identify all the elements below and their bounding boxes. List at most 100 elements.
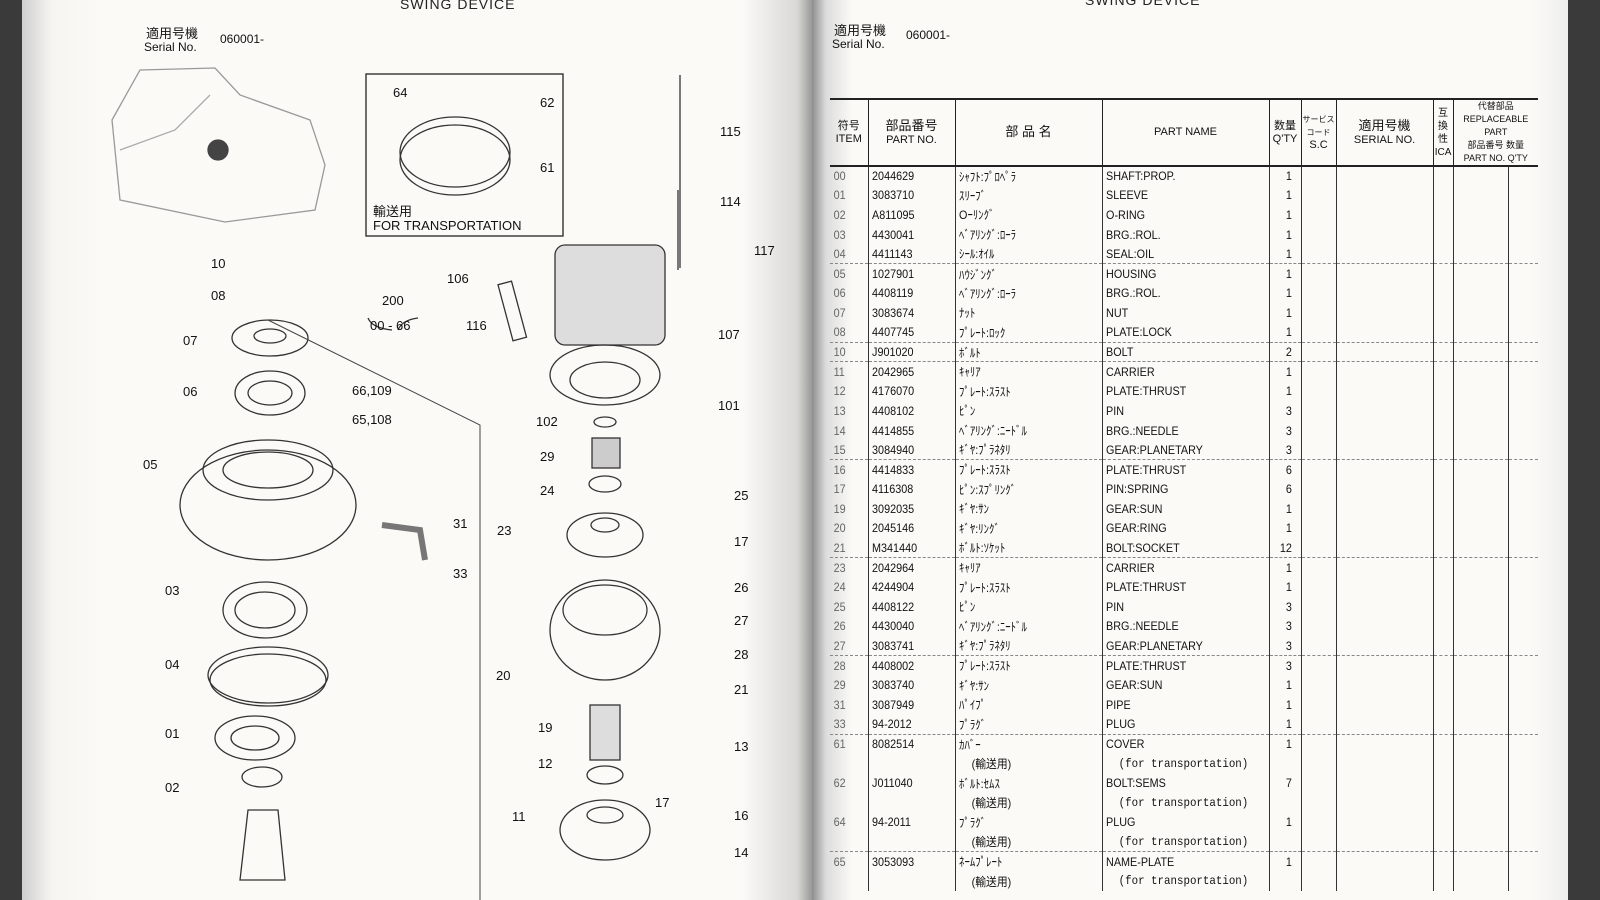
empty-cell bbox=[1335, 185, 1424, 206]
callout-label: 03 bbox=[165, 583, 180, 598]
empty-cell bbox=[1300, 557, 1333, 578]
inset-note-en: FOR TRANSPORTATION bbox=[373, 218, 522, 233]
item-cell: 06 bbox=[833, 286, 846, 301]
empty-cell bbox=[1300, 577, 1333, 598]
part-name-cell: HOUSING bbox=[1101, 263, 1253, 284]
empty-cell bbox=[1452, 832, 1503, 852]
part-no-cell: 4414833 bbox=[867, 459, 947, 480]
right-serial-label-jp: 適用号機 bbox=[834, 23, 887, 38]
qty-cell: 3 bbox=[1268, 440, 1298, 460]
part-name-cell: BRG.:NEEDLE bbox=[1101, 616, 1253, 637]
empty-cell bbox=[1335, 577, 1424, 598]
empty-cell bbox=[1452, 597, 1503, 617]
empty-cell bbox=[1335, 205, 1424, 225]
empty-cell bbox=[1300, 773, 1333, 793]
part-no-cell: 8082514 bbox=[867, 733, 947, 754]
empty-cell bbox=[1300, 303, 1333, 323]
qty-cell: 3 bbox=[1268, 636, 1298, 656]
empty-cell bbox=[1507, 459, 1536, 480]
empty-cell bbox=[1432, 166, 1452, 186]
part-name-cell: NUT bbox=[1101, 303, 1253, 323]
empty-cell bbox=[1300, 871, 1333, 891]
empty-cell bbox=[1335, 695, 1424, 715]
empty-cell bbox=[1335, 812, 1424, 833]
callout-label: 12 bbox=[538, 756, 553, 771]
empty-cell bbox=[1507, 871, 1536, 891]
part-name-cell: GEAR:PLANETARY bbox=[1101, 440, 1253, 460]
qty-cell: 1 bbox=[1268, 381, 1298, 402]
note-jp: (輸送用) bbox=[954, 871, 1088, 891]
empty-cell bbox=[867, 753, 947, 774]
empty-cell bbox=[1507, 518, 1536, 539]
note-en: (for transportation) bbox=[1101, 871, 1253, 891]
callout-label: 117 bbox=[754, 243, 775, 258]
part-name-cell: GEAR:SUN bbox=[1101, 499, 1253, 519]
name-jp-cell: ｷﾞﾔ:ﾘﾝｸﾞ bbox=[954, 518, 1088, 539]
empty-cell bbox=[1452, 675, 1503, 696]
callout-label: 61 bbox=[540, 160, 555, 175]
part-no-cell: 4430040 bbox=[867, 616, 947, 637]
empty-cell bbox=[1432, 597, 1452, 617]
empty-cell bbox=[1300, 636, 1333, 656]
empty-cell bbox=[1452, 361, 1503, 382]
empty-cell bbox=[1452, 793, 1503, 813]
item-cell: 29 bbox=[833, 678, 846, 693]
note-en: (for transportation) bbox=[1101, 753, 1253, 774]
name-jp-cell: ﾍﾞｱﾘﾝｸﾞ:ﾆｰﾄﾞﾙ bbox=[954, 616, 1088, 637]
callout-label: 02 bbox=[165, 780, 180, 795]
empty-cell bbox=[1507, 714, 1536, 735]
empty-cell bbox=[1300, 597, 1333, 617]
empty-cell bbox=[1507, 283, 1536, 304]
empty-cell bbox=[1300, 695, 1333, 715]
part-name-cell: PLATE:LOCK bbox=[1101, 322, 1253, 343]
callout-label: 01 bbox=[165, 726, 180, 741]
note-row: (輸送用)(for transportation) bbox=[830, 753, 1538, 774]
name-jp-cell: ｷｬﾘｱ bbox=[954, 557, 1088, 578]
part-name-cell: PLUG bbox=[1101, 714, 1253, 735]
part-name-cell: CARRIER bbox=[1101, 557, 1253, 578]
empty-cell bbox=[1507, 733, 1536, 754]
part-name-cell: BRG.:NEEDLE bbox=[1101, 420, 1253, 441]
empty-cell bbox=[1335, 303, 1424, 323]
empty-cell bbox=[1452, 440, 1503, 460]
empty-cell bbox=[1300, 341, 1333, 362]
callout-label: 14 bbox=[734, 845, 749, 860]
part-name-cell: CARRIER bbox=[1101, 361, 1253, 382]
empty-cell bbox=[1335, 499, 1424, 519]
empty-cell bbox=[1335, 361, 1424, 382]
name-jp-cell: ﾎﾞﾙﾄ:ｾﾑｽ bbox=[954, 773, 1088, 793]
callout-label: 33 bbox=[453, 566, 468, 581]
empty-cell bbox=[1432, 283, 1452, 304]
empty-cell bbox=[1335, 381, 1424, 402]
callout-label: 106 bbox=[447, 271, 469, 286]
item-cell: 02 bbox=[833, 207, 846, 222]
qty-cell: 3 bbox=[1268, 616, 1298, 637]
name-jp-cell: ｶﾊﾞｰ bbox=[954, 733, 1088, 754]
empty-cell bbox=[1335, 714, 1424, 735]
part-name-cell: BRG.:ROL. bbox=[1101, 283, 1253, 304]
note-jp: (輸送用) bbox=[954, 832, 1088, 852]
qty-cell: 1 bbox=[1268, 263, 1298, 284]
empty-cell bbox=[1300, 616, 1333, 637]
item-cell: 16 bbox=[830, 459, 865, 480]
empty-cell bbox=[1507, 244, 1536, 264]
empty-cell bbox=[1507, 773, 1536, 793]
empty-cell bbox=[1507, 479, 1536, 500]
part-name-cell: BOLT:SEMS bbox=[1101, 773, 1253, 793]
qty-cell: 1 bbox=[1268, 322, 1298, 343]
empty-cell bbox=[1335, 616, 1424, 637]
part-name-cell: SEAL:OIL bbox=[1101, 244, 1253, 264]
empty-cell bbox=[1335, 244, 1424, 264]
callout-label: 115 bbox=[720, 124, 741, 139]
